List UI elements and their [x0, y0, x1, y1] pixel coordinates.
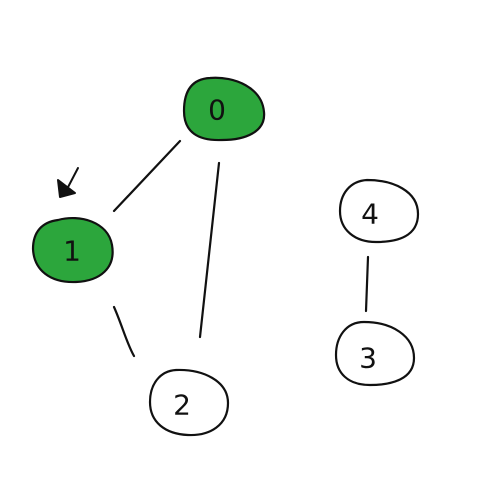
node-2[interactable]: 2: [148, 368, 230, 437]
node-0-shape: [182, 76, 266, 142]
edges: [112, 139, 370, 358]
node-2-label: 2: [173, 389, 191, 422]
edge-0-2: [198, 161, 221, 339]
node-0[interactable]: 0: [182, 76, 266, 142]
node-1-shape: [31, 216, 114, 284]
node-1[interactable]: 1: [31, 216, 114, 284]
edge-1-2: [112, 305, 136, 358]
node-2-shape: [148, 368, 230, 437]
node-0-label: 0: [208, 94, 226, 127]
node-3-shape: [334, 320, 416, 387]
edge-0-1: [112, 139, 182, 213]
node-4-shape: [338, 178, 420, 244]
node-4[interactable]: 4: [338, 178, 420, 244]
node-3-label: 3: [359, 342, 377, 375]
edge-4-3: [364, 255, 370, 313]
node-4-label: 4: [361, 198, 379, 231]
arrow-down-left-icon: [57, 167, 79, 198]
node-1-label: 1: [63, 235, 81, 268]
node-3[interactable]: 3: [334, 320, 416, 387]
